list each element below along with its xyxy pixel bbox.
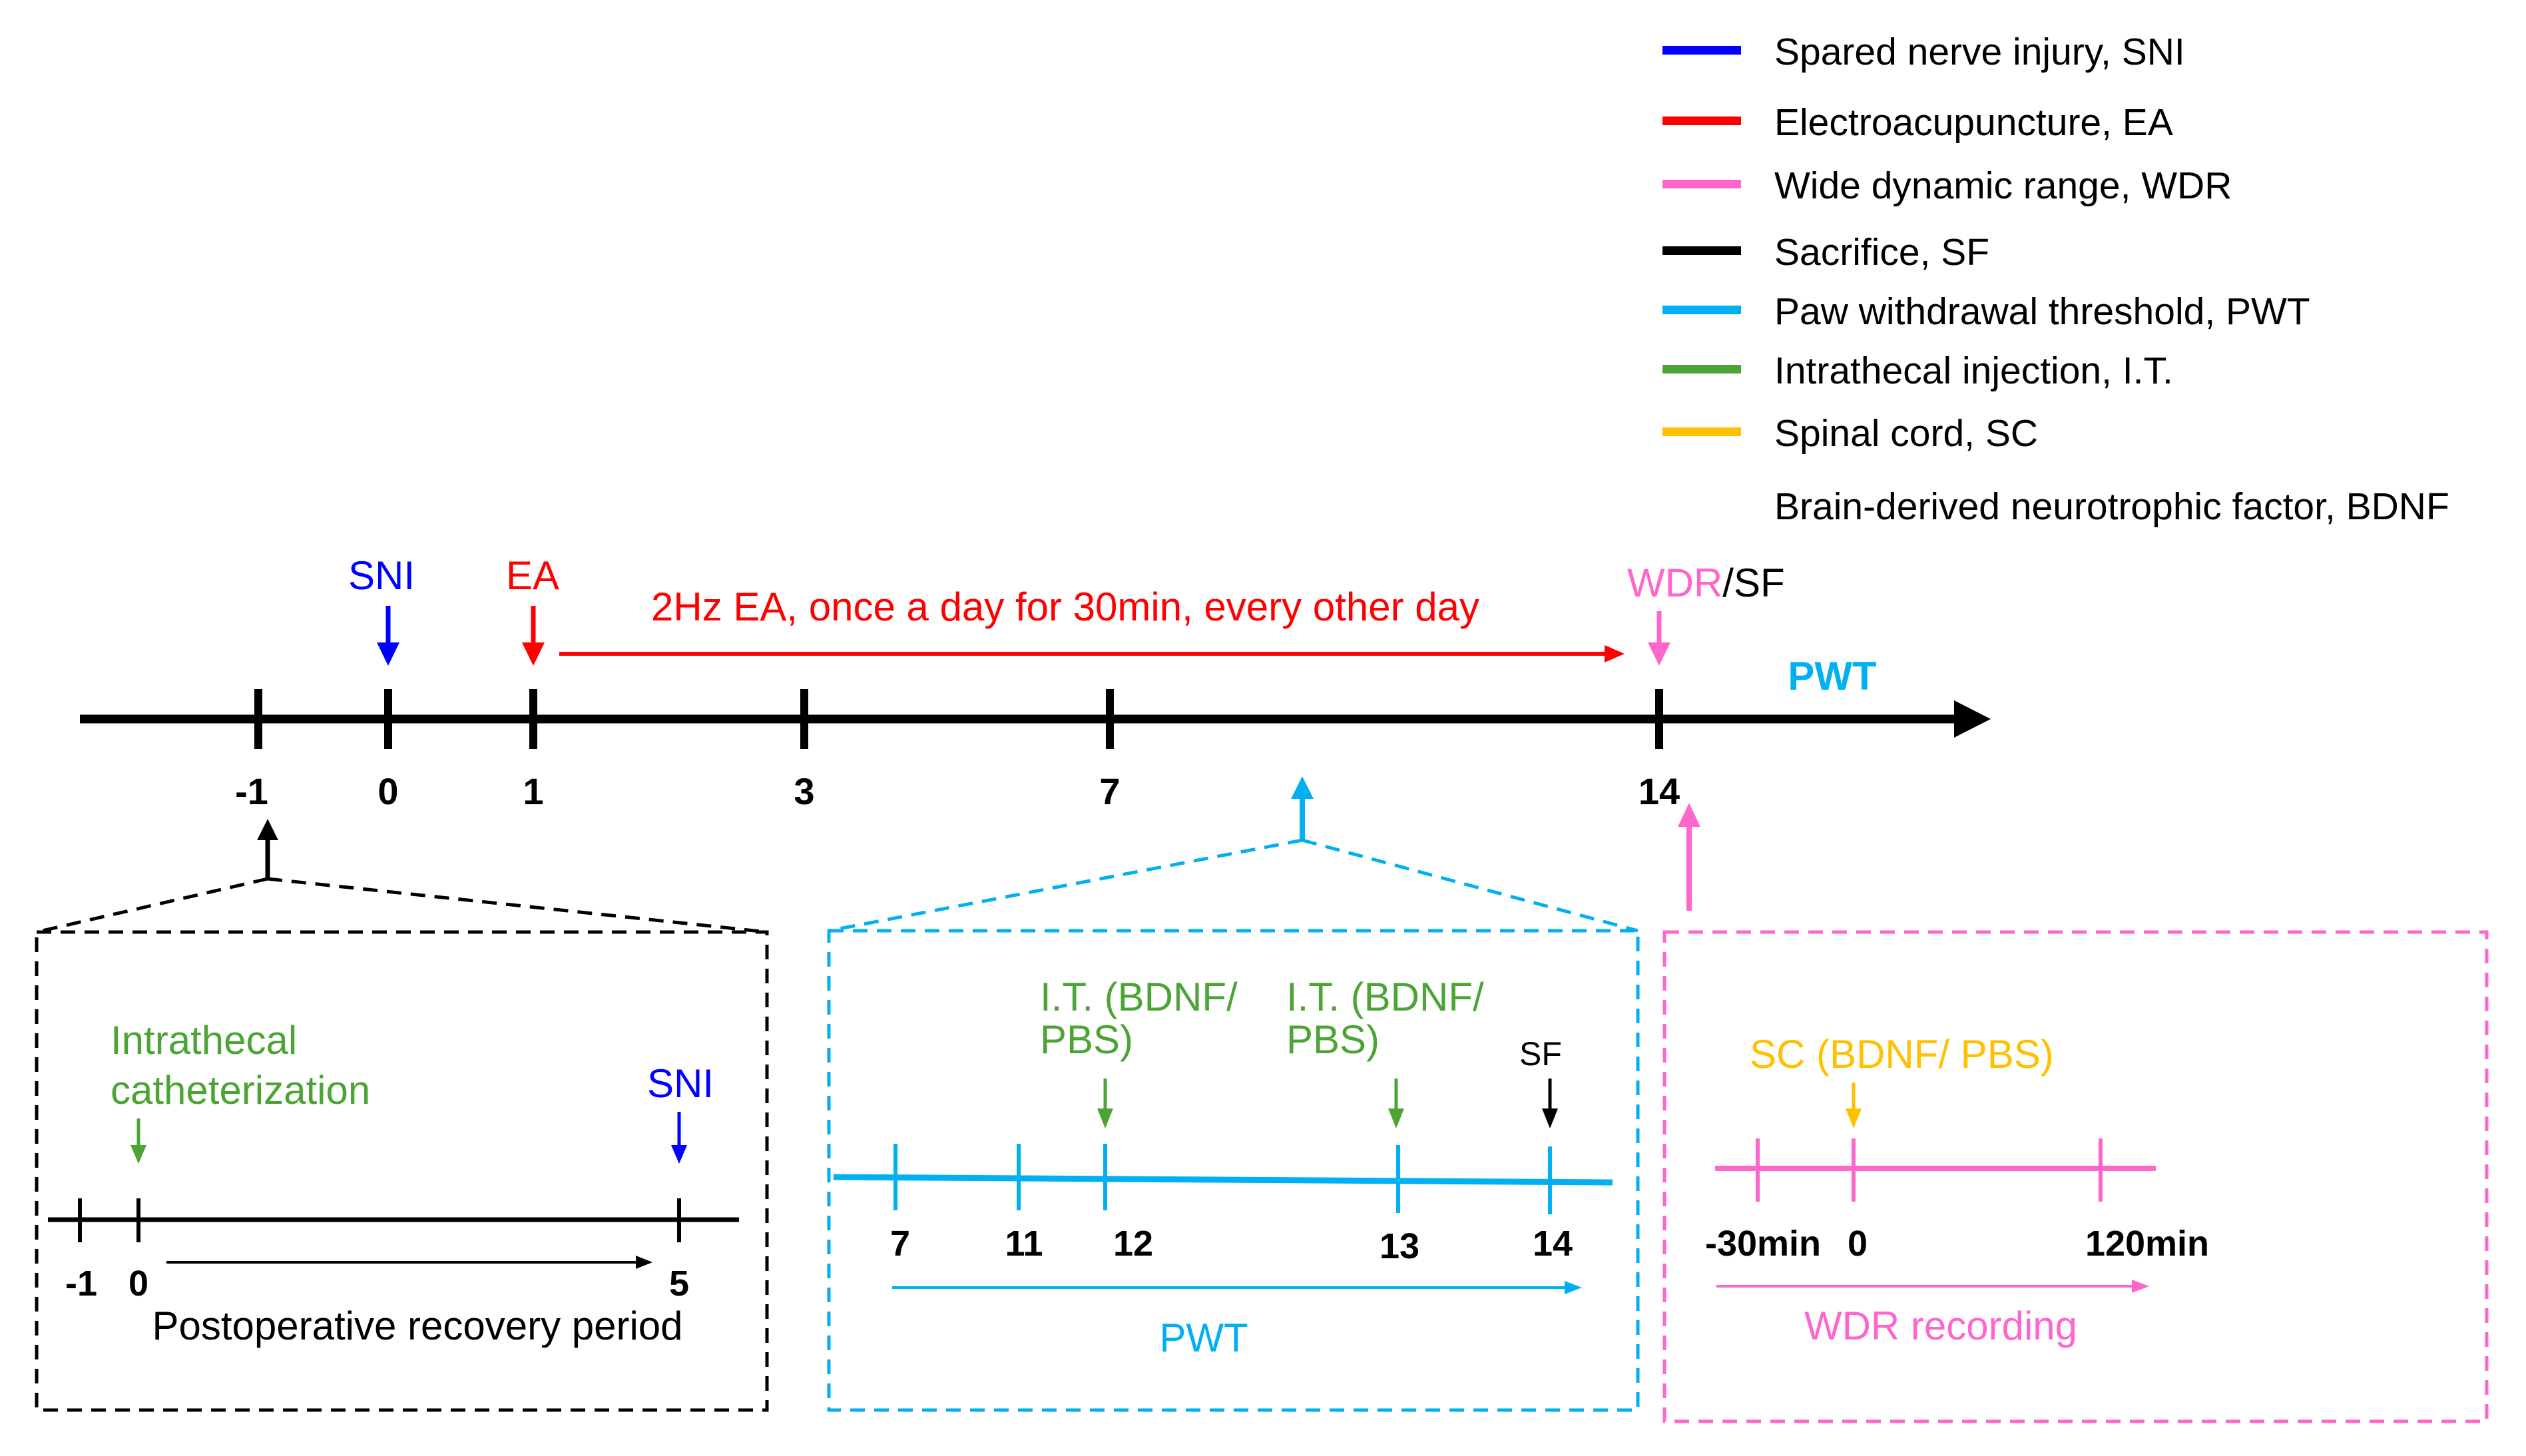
- main-pwt-label: PWT: [1788, 654, 1876, 698]
- ea-schedule-arrow-head: [1605, 645, 1625, 662]
- main-wdr-sf-label: WDR/SF: [1627, 561, 1785, 605]
- legend-text: Spared nerve injury, SNI: [1774, 31, 2185, 73]
- legend-item: Wide dynamic range, WDR: [1662, 164, 2232, 207]
- main-tick-label: 1: [523, 770, 543, 812]
- it2-label-line2: PBS): [1286, 1017, 1380, 1062]
- wdr-period-arrow-head: [2132, 1280, 2149, 1293]
- legend-item: Intrathecal injection, I.T.: [1662, 350, 2173, 392]
- main-tick-label: 7: [1099, 770, 1120, 812]
- recovery-up-arrow-head: [257, 819, 278, 840]
- it1-label-line1: I.T. (BDNF/: [1040, 975, 1238, 1019]
- recovery-sni-arrow-head: [671, 1145, 687, 1164]
- main-tick-label: 14: [1639, 770, 1680, 812]
- it2-label-line1: I.T. (BDNF/: [1286, 975, 1484, 1019]
- legend-text: Wide dynamic range, WDR: [1774, 164, 2232, 207]
- main-timeline-arrowhead: [1954, 700, 1991, 738]
- main-ea-arrow-head: [522, 642, 545, 666]
- recovery-zoom-line-right: [267, 877, 768, 934]
- recovery-period-arrow-head: [636, 1256, 652, 1269]
- pwt-zoom-line-right: [1302, 838, 1639, 933]
- pwt-axis: [833, 1174, 1613, 1186]
- legend-swatch: [1662, 365, 1741, 373]
- ea-schedule-label: 2Hz EA, once a day for 30min, every othe…: [651, 585, 1479, 629]
- legend: Spared nerve injury, SNI Electroacupunctu…: [1662, 31, 2449, 528]
- recovery-tick-label-neg1: -1: [65, 1264, 97, 1304]
- catheter-label-line1: Intrathecal: [111, 1018, 297, 1063]
- legend-item: Brain-derived neurotrophic factor, BDNF: [1774, 485, 2449, 528]
- recovery-box-border: [35, 930, 769, 1412]
- legend-swatch: [1662, 427, 1741, 436]
- recovery-tick-label-0: 0: [128, 1264, 148, 1304]
- pwt-period-arrow-head: [1565, 1281, 1582, 1294]
- main-tick-label: -1: [235, 770, 268, 812]
- main-sni-arrow-head: [377, 642, 399, 666]
- pwt-tick-label-7: 7: [890, 1224, 910, 1264]
- pwt-tick-label-11: 11: [1005, 1224, 1043, 1264]
- wdr-box-border: [1662, 930, 2489, 1423]
- legend-item: Sacrifice, SF: [1662, 231, 1989, 274]
- pwt-sf-label: SF: [1519, 1035, 1562, 1073]
- pwt-up-arrow-head: [1291, 776, 1314, 799]
- pwt-zoom-line-left: [828, 838, 1303, 933]
- sc-arrow-head: [1846, 1108, 1862, 1128]
- legend-swatch: [1662, 246, 1741, 255]
- recovery-caption: Postoperative recovery period: [152, 1304, 682, 1348]
- legend-swatch: [1662, 306, 1741, 314]
- pwt-box: I.T. (BDNF/ PBS) I.T. (BDNF/ PBS) SF 7 1…: [827, 929, 1640, 1412]
- catheter-label-line2: catheterization: [111, 1068, 370, 1112]
- pwt-caption: PWT: [1159, 1316, 1248, 1360]
- legend-item: Electroacupuncture, EA: [1662, 101, 2173, 144]
- pwt-box-border: [827, 929, 1640, 1412]
- main-ea-label: EA: [506, 553, 559, 598]
- main-wdr-arrow-head: [1648, 642, 1670, 666]
- legend-item: Spinal cord, SC: [1662, 412, 2038, 455]
- wdr-tick-label-120: 120min: [2085, 1224, 2209, 1264]
- legend-swatch: [1662, 46, 1741, 55]
- it1-arrow-head: [1097, 1108, 1113, 1128]
- wdr-caption: WDR recording: [1804, 1304, 2077, 1348]
- legend-text: Intrathecal injection, I.T.: [1774, 350, 2173, 392]
- legend-swatch: [1662, 117, 1741, 125]
- main-sf-label: SF: [1734, 561, 1785, 605]
- recovery-tick-label-5: 5: [669, 1264, 689, 1304]
- main-slash: /: [1722, 561, 1734, 605]
- recovery-sni-label: SNI: [647, 1061, 714, 1106]
- wdr-tick-label-0: 0: [1848, 1224, 1868, 1264]
- legend-text: Paw withdrawal threshold, PWT: [1774, 290, 2310, 333]
- pwt-sf-arrow-head: [1542, 1108, 1558, 1128]
- recovery-box: Intrathecal catheterization SNI -1 0 5 P…: [35, 930, 769, 1412]
- recovery-zoom-line-left: [36, 877, 268, 934]
- pwt-tick-label-14: 14: [1533, 1224, 1573, 1264]
- catheter-arrow-head: [130, 1145, 146, 1164]
- legend-item: Paw withdrawal threshold, PWT: [1662, 290, 2310, 333]
- pwt-tick-label-13: 13: [1380, 1226, 1419, 1266]
- it2-arrow-head: [1388, 1108, 1404, 1128]
- main-timeline: -1 0 1 3 7 14 SNI EA 2Hz EA, once a day for 3…: [36, 553, 1991, 934]
- main-tick-label: 0: [378, 770, 398, 812]
- main-wdr-label: WDR: [1627, 561, 1722, 605]
- it1-label-line2: PBS): [1040, 1017, 1133, 1062]
- main-timeline-ticks: -1 0 1 3 7 14: [235, 689, 1680, 812]
- legend-text: Electroacupuncture, EA: [1774, 101, 2173, 144]
- legend-text: Spinal cord, SC: [1774, 412, 2038, 455]
- sc-label: SC (BDNF/ PBS): [1750, 1032, 2054, 1077]
- wdr-up-arrow-head: [1678, 803, 1700, 827]
- wdr-box: SC (BDNF/ PBS) -30min 0 120min WDR recor…: [1662, 930, 2489, 1423]
- wdr-tick-label-neg30: -30min: [1705, 1224, 1821, 1264]
- legend-swatch: [1662, 180, 1741, 188]
- legend-text: Sacrifice, SF: [1774, 231, 1989, 274]
- legend-item: Spared nerve injury, SNI: [1662, 31, 2185, 73]
- legend-text: Brain-derived neurotrophic factor, BDNF: [1774, 485, 2449, 528]
- main-tick-label: 3: [794, 770, 814, 812]
- pwt-tick-label-12: 12: [1113, 1224, 1153, 1264]
- main-sni-label: SNI: [348, 553, 415, 598]
